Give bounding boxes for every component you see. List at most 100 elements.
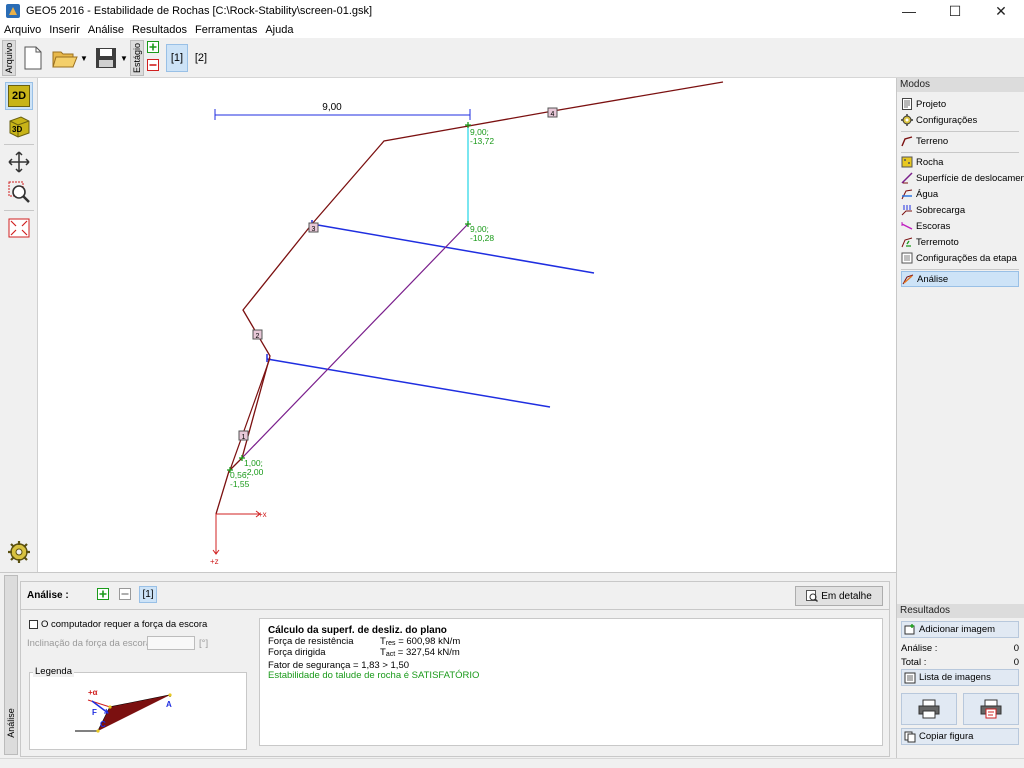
menu-bar: Arquivo Inserir Análise Resultados Ferra… (0, 22, 1024, 38)
results-header: Resultados (897, 604, 1024, 618)
floppy-disk-icon (96, 48, 116, 68)
image-list-button[interactable]: Lista de imagens (901, 669, 1019, 686)
mode-terreno[interactable]: Terreno (901, 133, 1019, 149)
x-axis-label: +x (258, 510, 267, 519)
minimize-button[interactable]: — (902, 3, 916, 19)
legend-title: Legenda (33, 666, 74, 677)
open-dropdown-arrow[interactable]: ▼ (80, 53, 88, 63)
model-drawing[interactable]: 9,00 1 2 3 4 9,00; -13,72 (38, 78, 896, 572)
inclination-input[interactable] (147, 636, 195, 650)
analysis-vertical-tab[interactable]: Análise (4, 575, 18, 755)
fit-view-button[interactable] (5, 214, 33, 242)
analysis-header-row: Análise : [1] Em detalhe (21, 582, 889, 610)
move-arrows-icon (8, 151, 30, 173)
z-axis (212, 514, 220, 555)
anchor-lower (266, 358, 551, 408)
printer-pdf-icon (980, 699, 1002, 719)
dimension-line (214, 109, 471, 120)
marker-4: 4 (551, 111, 555, 118)
point-3-x: 1,00; (244, 458, 263, 468)
menu-ferramentas[interactable]: Ferramentas (194, 24, 258, 36)
gear-icon (8, 541, 30, 563)
stage-tab[interactable]: Estágio (130, 40, 144, 76)
point-3-y: -2,00 (244, 467, 264, 477)
remove-stage-button[interactable] (146, 58, 160, 72)
printer-icon (918, 699, 940, 719)
pan-button[interactable] (5, 148, 33, 176)
mode-projeto[interactable]: Projeto (901, 96, 1019, 112)
rock-icon (901, 156, 913, 168)
stability-verdict: Estabilidade do talude de rocha é SATISF… (268, 670, 480, 681)
in-detail-button[interactable]: Em detalhe (795, 586, 883, 606)
legend-diagram: +α F A C (75, 688, 172, 733)
add-analysis-button[interactable] (97, 588, 109, 603)
drawing-canvas[interactable]: 9,00 1 2 3 4 9,00; -13,72 (38, 78, 896, 572)
mode-agua[interactable]: Água (901, 186, 1019, 202)
add-stage-button[interactable] (146, 40, 160, 54)
window-title: GEO5 2016 - Estabilidade de Rochas [C:\R… (26, 5, 373, 17)
new-file-button[interactable] (22, 42, 44, 74)
plus-icon (147, 41, 159, 53)
mode-terremoto[interactable]: Terremoto (901, 234, 1019, 250)
save-file-button[interactable] (94, 42, 118, 74)
analysis-panel: Análise Análise : [1] Em detalhe O compu… (0, 572, 896, 758)
menu-resultados[interactable]: Resultados (131, 24, 187, 36)
acting-force-value: = 327,54 kN/m (397, 647, 460, 658)
z-axis-label: +z (210, 557, 219, 566)
stage-1-tab[interactable]: [1] (166, 44, 188, 72)
marker-3: 3 (312, 226, 316, 233)
mode-escoras[interactable]: Escoras (901, 218, 1019, 234)
main-toolbar: Arquivo ▼ ▼ Estágio [1] [2] (0, 38, 1024, 78)
view-3d-button[interactable]: 3D (5, 112, 33, 140)
anchor-force-checkbox-label: O computador requer a força da escora (41, 619, 208, 630)
analysis-1-tab[interactable]: [1] (139, 586, 157, 603)
copy-figure-button[interactable]: Copiar figura (901, 728, 1019, 745)
analysis-count: 0 (1013, 643, 1019, 654)
total-count: 0 (1013, 657, 1019, 668)
mode-config-etapa[interactable]: Configurações da etapa (901, 250, 1019, 266)
right-panel: Modos Projeto Configurações Terreno Roch… (896, 78, 1024, 758)
legend-a: A (166, 700, 172, 709)
stage-2-tab[interactable]: [2] (194, 52, 208, 64)
menu-analise[interactable]: Análise (87, 24, 124, 36)
point-1-x: 9,00; (470, 127, 489, 137)
file-tab[interactable]: Arquivo (2, 40, 16, 76)
save-dropdown-arrow[interactable]: ▼ (120, 53, 128, 63)
menu-arquivo[interactable]: Arquivo (4, 24, 42, 36)
anchor-upper (311, 223, 595, 274)
settings-button[interactable] (5, 538, 33, 566)
legend-f: F (92, 708, 97, 717)
slip-surface-icon (901, 172, 913, 184)
close-button[interactable]: ✕ (995, 2, 1007, 19)
inclination-label: Inclinação da força da escora = (27, 638, 160, 649)
marker-2: 2 (256, 333, 260, 340)
point-4-y: -1,55 (230, 479, 250, 489)
remove-analysis-button[interactable] (119, 588, 131, 603)
mode-rocha[interactable]: Rocha (901, 154, 1019, 170)
mode-sobrecarga[interactable]: Sobrecarga (901, 202, 1019, 218)
svg-text:3D: 3D (12, 125, 22, 134)
detail-magnifier-icon (806, 590, 819, 602)
mode-superficie[interactable]: Superfície de deslocamento (901, 170, 1024, 186)
menu-inserir[interactable]: Inserir (49, 24, 80, 36)
zoom-button[interactable] (5, 178, 33, 206)
maximize-button[interactable]: ☐ (948, 2, 962, 19)
point-2-y: -10,28 (470, 233, 494, 243)
mode-configuracoes[interactable]: Configurações (901, 112, 1019, 128)
zoom-magnifier-icon (8, 181, 30, 203)
terrain-markers: 1 2 3 4 (238, 107, 558, 441)
stage-settings-icon (901, 252, 913, 264)
earthquake-icon (901, 237, 913, 248)
print-button[interactable] (901, 693, 957, 725)
fit-extent-icon (8, 218, 30, 238)
resistance-force-value: = 600,98 kN/m (398, 636, 461, 647)
anchor-force-checkbox[interactable] (29, 620, 38, 629)
mode-analise[interactable]: Análise (901, 271, 1019, 287)
open-file-button[interactable] (52, 42, 78, 74)
point-1-y: -13,72 (470, 136, 494, 146)
terrain-icon (901, 136, 913, 147)
print-pdf-button[interactable] (963, 693, 1019, 725)
view-2d-button[interactable]: 2D (5, 82, 33, 110)
add-image-button[interactable]: Adicionar imagem (901, 621, 1019, 638)
menu-ajuda[interactable]: Ajuda (265, 24, 294, 36)
